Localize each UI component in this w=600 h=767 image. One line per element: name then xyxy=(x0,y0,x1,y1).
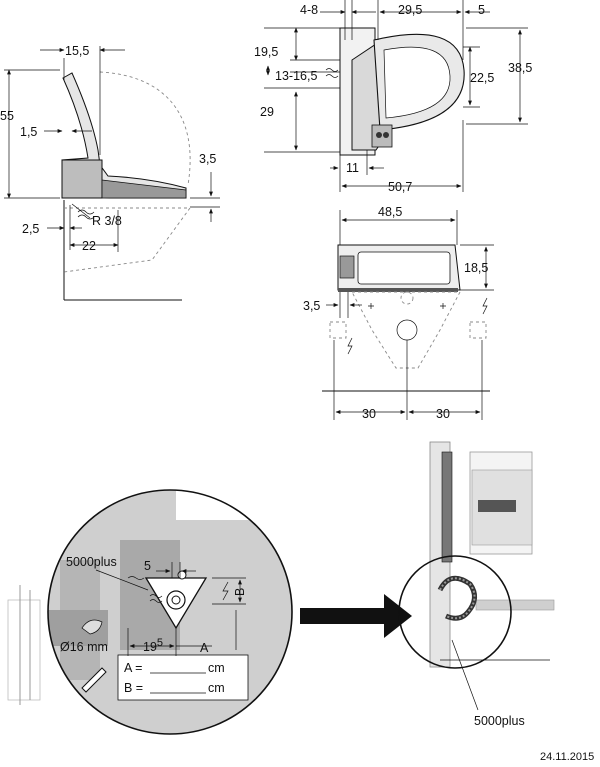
dim-bottom-small: 11 xyxy=(346,161,359,175)
dim-19: 195 xyxy=(143,637,163,654)
power-icon xyxy=(222,581,229,601)
frame-view: 5000plus xyxy=(398,441,555,728)
dim-top-width: 15,5 xyxy=(65,44,89,58)
dim-depth-total: 50,7 xyxy=(388,180,412,194)
detail-circle-outline xyxy=(47,489,293,735)
hose-pipe xyxy=(441,451,453,563)
detail-view: 5000plus 5 B 195 A Ø16 mm A = cm B = cm xyxy=(7,489,293,735)
dim-5: 5 xyxy=(144,559,151,573)
measurement-note-card xyxy=(117,654,249,701)
water-connection-icon xyxy=(149,594,163,603)
diameter-label: Ø16 mm xyxy=(60,640,108,654)
dim-plan-offset: 3,5 xyxy=(303,299,320,313)
dim-upper: 19,5 xyxy=(254,45,278,59)
dim-height: 55 xyxy=(0,109,14,123)
dim-offset-back: 1,5 xyxy=(20,125,37,139)
a-measure-label: A = xyxy=(124,661,142,675)
dim-plan-height: 18,5 xyxy=(464,261,488,275)
thread-label: R 3/8 xyxy=(92,214,122,228)
left-power-icon xyxy=(347,337,353,355)
seat-opening xyxy=(383,46,451,119)
right-socket-box xyxy=(469,321,487,339)
drawing-date: 24.11.2015 xyxy=(540,751,594,763)
dim-left-range: 4-8 xyxy=(300,3,318,17)
dim-right-spacing: 30 xyxy=(436,407,450,421)
b-measure-unit: cm xyxy=(208,681,225,695)
dim-plan-width: 48,5 xyxy=(378,205,402,219)
bowl-outline xyxy=(351,291,461,369)
lid-swing-arc xyxy=(99,71,191,186)
pipe-hand-icon xyxy=(81,619,103,635)
drain-circle xyxy=(396,319,418,341)
toilet-base xyxy=(61,159,103,199)
dim-right: 5 xyxy=(478,3,485,17)
dim-connection-range: 13-16,5 xyxy=(275,69,317,83)
a-measure-unit: cm xyxy=(208,661,225,675)
dim-inner-height: 22,5 xyxy=(470,71,494,85)
dim-left-spacing: 30 xyxy=(362,407,376,421)
detail-label-5000plus: 5000plus xyxy=(66,555,117,569)
seat-front-window xyxy=(357,251,451,285)
dim-b-label: B xyxy=(233,588,247,596)
right-power-icon xyxy=(482,297,488,315)
front-view: 4-8 29,5 5 19,5 13-16,5 29 22,5 38,5 11 … xyxy=(254,0,532,194)
side-view: 15,5 55 1,5 3,5 R 3/8 2,5 22 xyxy=(0,44,220,301)
left-socket-box xyxy=(329,321,347,339)
dim-a-label: A xyxy=(200,641,209,655)
toilet-rim xyxy=(101,179,187,199)
dim-depth: 22 xyxy=(82,239,96,253)
frame-detail-circle xyxy=(398,555,512,669)
dim-width-mid: 29,5 xyxy=(398,3,422,17)
dim-lower: 29 xyxy=(260,105,274,119)
ceramic-outline xyxy=(63,207,191,273)
dim-gap: 3,5 xyxy=(199,152,216,166)
b-measure-label: B = xyxy=(124,681,143,695)
pencil-icon xyxy=(81,667,107,693)
control-panel xyxy=(371,124,393,148)
direction-arrow-icon xyxy=(300,594,412,638)
dim-offset-left: 2,5 xyxy=(22,222,39,236)
water-connection-icon xyxy=(325,68,339,78)
callout-5000plus: 5000plus xyxy=(474,714,525,728)
dim-total-height: 38,5 xyxy=(508,61,532,75)
front-control-panel xyxy=(339,255,355,279)
plan-view: 48,5 18,5 3,5 30 30 xyxy=(303,205,494,421)
